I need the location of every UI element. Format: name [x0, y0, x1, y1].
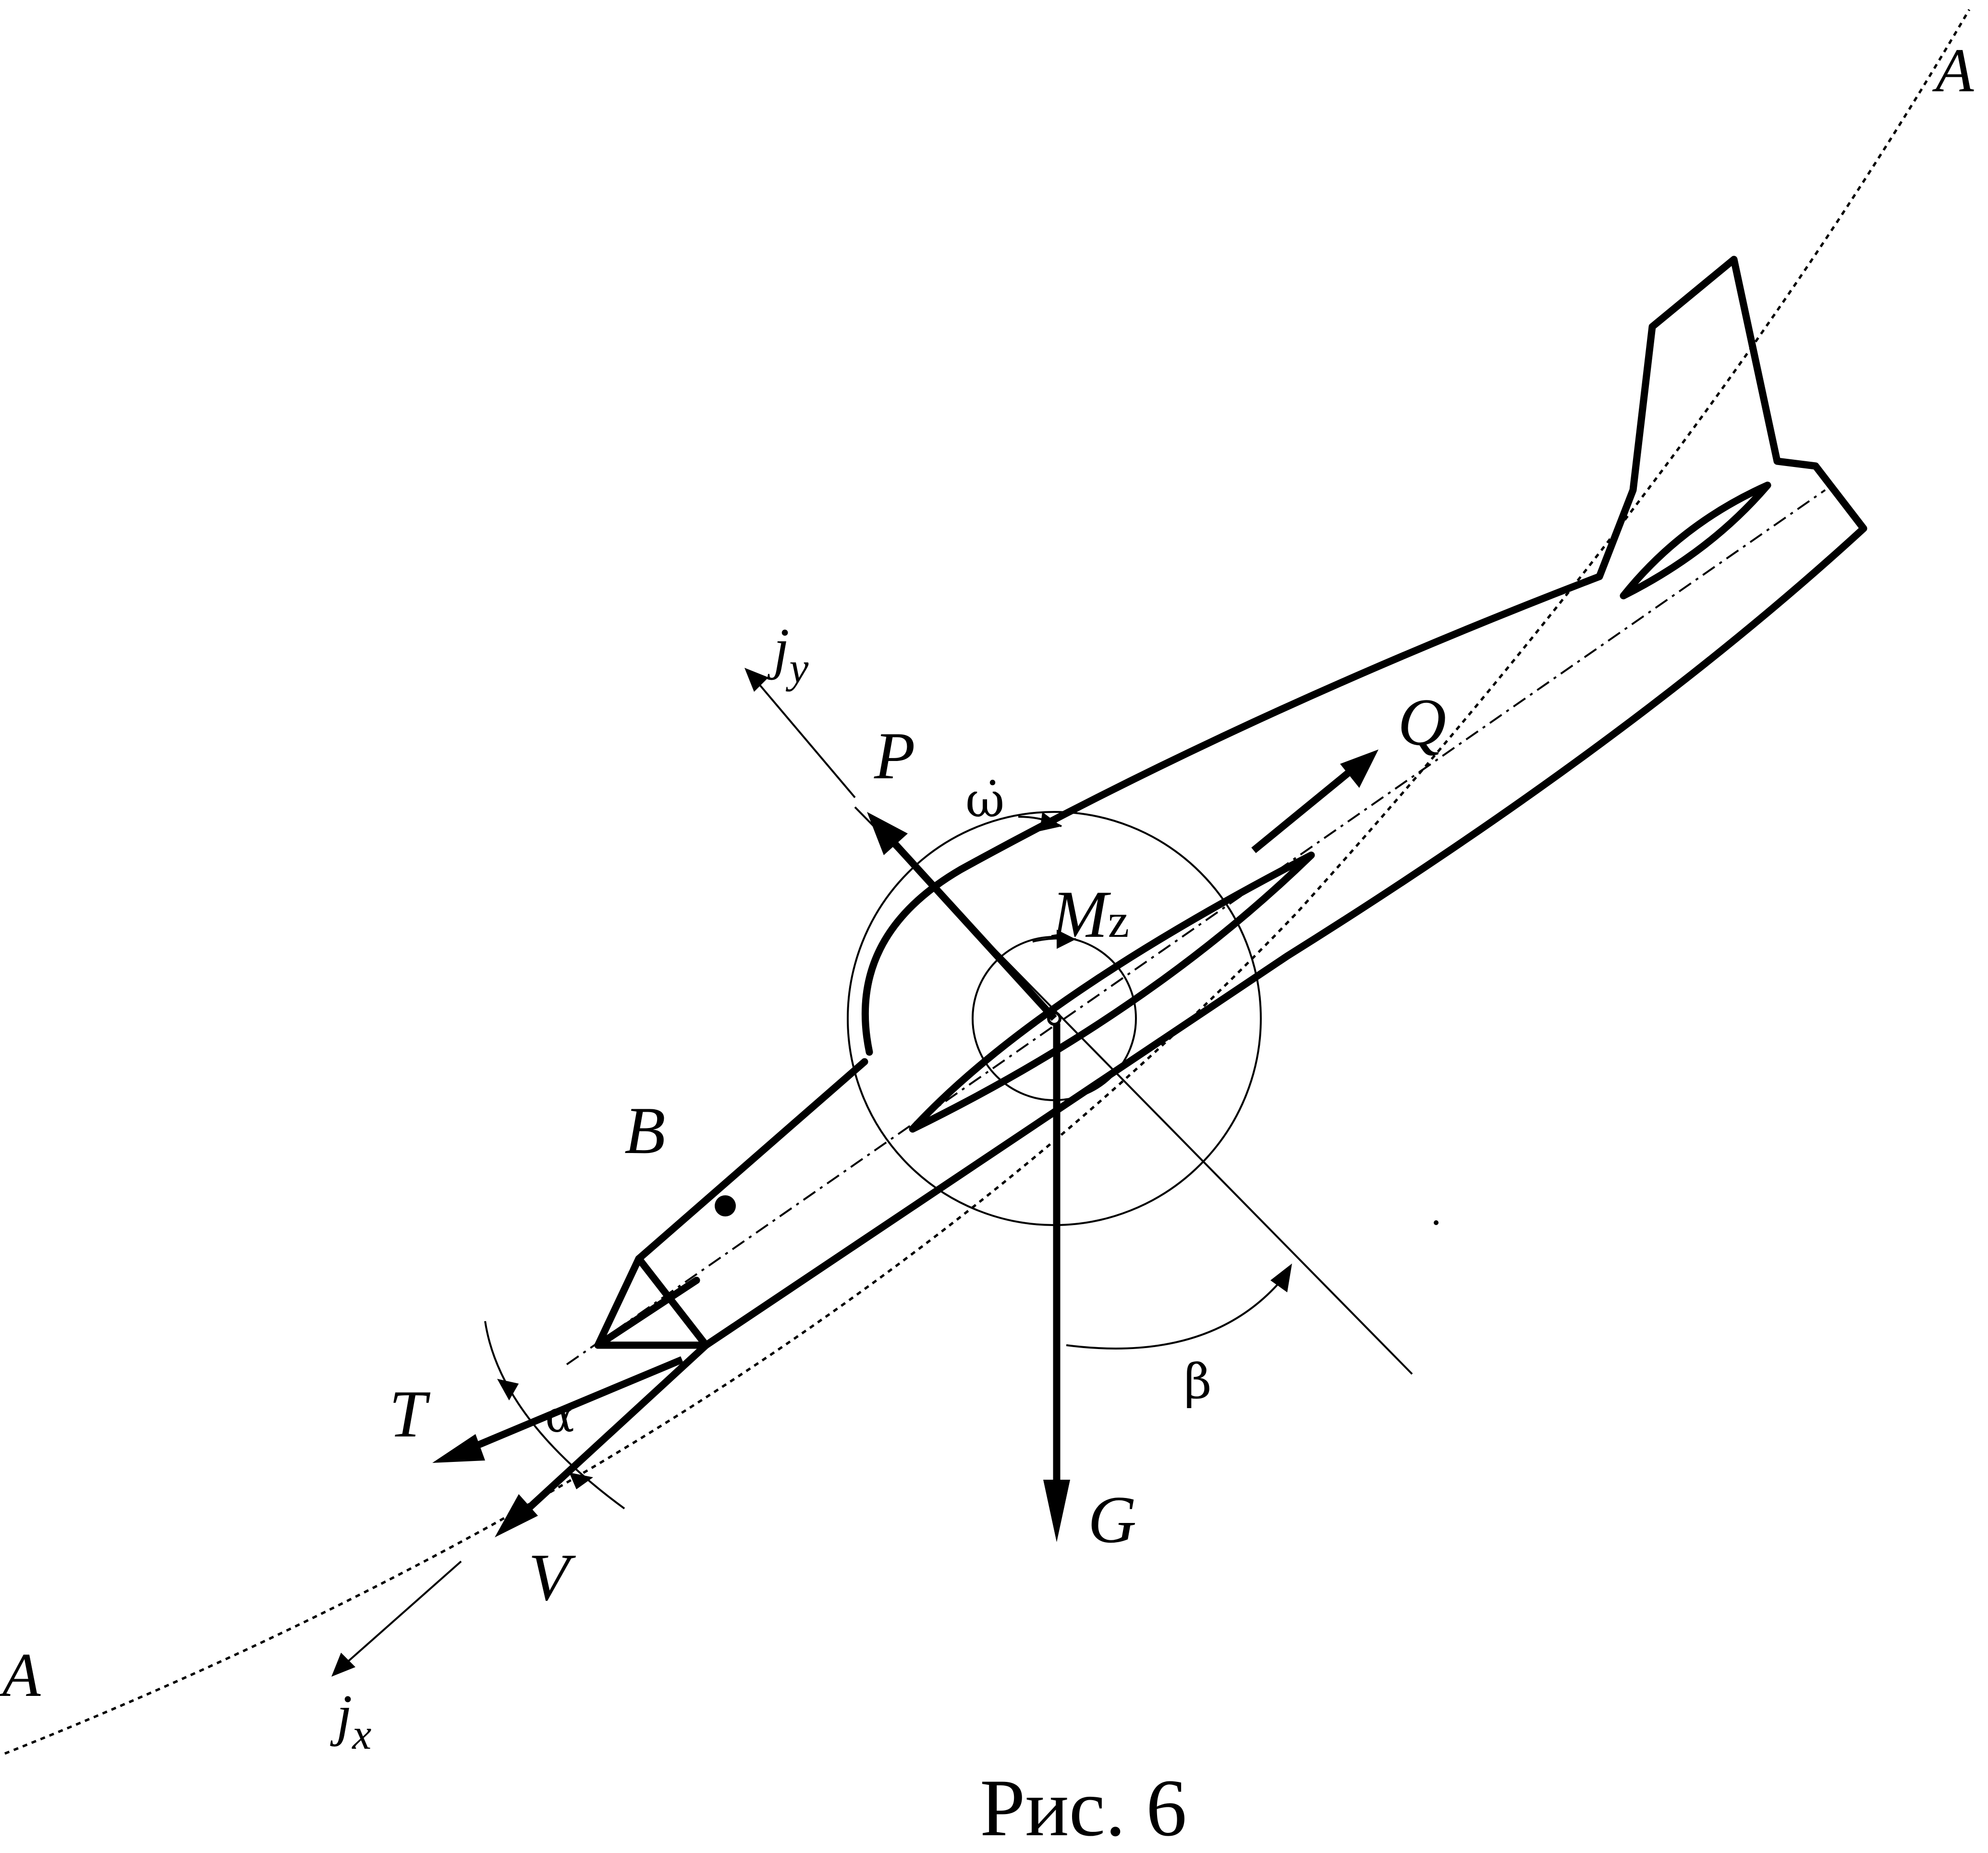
- mz-arrowhead: [1057, 930, 1076, 949]
- force-t-arrow: [474, 1356, 683, 1449]
- force-q-arrowhead: [1340, 749, 1378, 788]
- label-jx: jx: [330, 1683, 371, 1758]
- beta-arc: [1066, 1272, 1288, 1350]
- alpha-arc: [484, 1321, 625, 1509]
- jx-axis-arrow: [335, 1560, 462, 1673]
- force-t-arrowhead: [432, 1434, 485, 1463]
- stray-dot: [1434, 1220, 1439, 1225]
- figure-caption: Рис. 6: [980, 1763, 1187, 1853]
- label-jy: jy: [767, 616, 808, 692]
- jy-arrowhead: [744, 668, 768, 692]
- aircraft-axis: [566, 489, 1826, 1365]
- omega-arrowhead: [1040, 812, 1061, 831]
- trajectory-curve: [4, 9, 1971, 1755]
- label-omega-dot: ω̇: [965, 772, 1005, 828]
- label-a-bottom: A: [0, 1641, 41, 1710]
- label-p: P: [874, 719, 915, 793]
- label-alpha: α: [545, 1392, 574, 1442]
- jy-axis-arrow: [748, 672, 856, 798]
- force-q-arrow: [1251, 761, 1362, 853]
- point-b: [715, 1195, 736, 1216]
- label-b: B: [624, 1093, 666, 1168]
- force-p-arrow: [876, 823, 1057, 1021]
- label-v: V: [528, 1540, 576, 1615]
- aircraft-fuselage: [594, 256, 1867, 1349]
- label-a-top: A: [1932, 36, 1974, 105]
- force-v-arrow: [525, 1342, 709, 1511]
- force-p-arrowhead: [867, 812, 908, 855]
- label-beta: β: [1184, 1353, 1212, 1410]
- label-q: Q: [1398, 685, 1446, 760]
- force-g-arrowhead: [1043, 1480, 1070, 1542]
- force-v-arrowhead: [495, 1494, 538, 1537]
- label-g: G: [1088, 1483, 1136, 1557]
- jx-arrowhead: [331, 1653, 355, 1677]
- label-mz: Mz: [1051, 877, 1129, 952]
- beta-arrowhead: [1270, 1264, 1292, 1292]
- label-t: T: [389, 1377, 431, 1451]
- alpha-arrowhead-lower: [569, 1473, 593, 1489]
- alpha-arrowhead-upper: [497, 1379, 519, 1400]
